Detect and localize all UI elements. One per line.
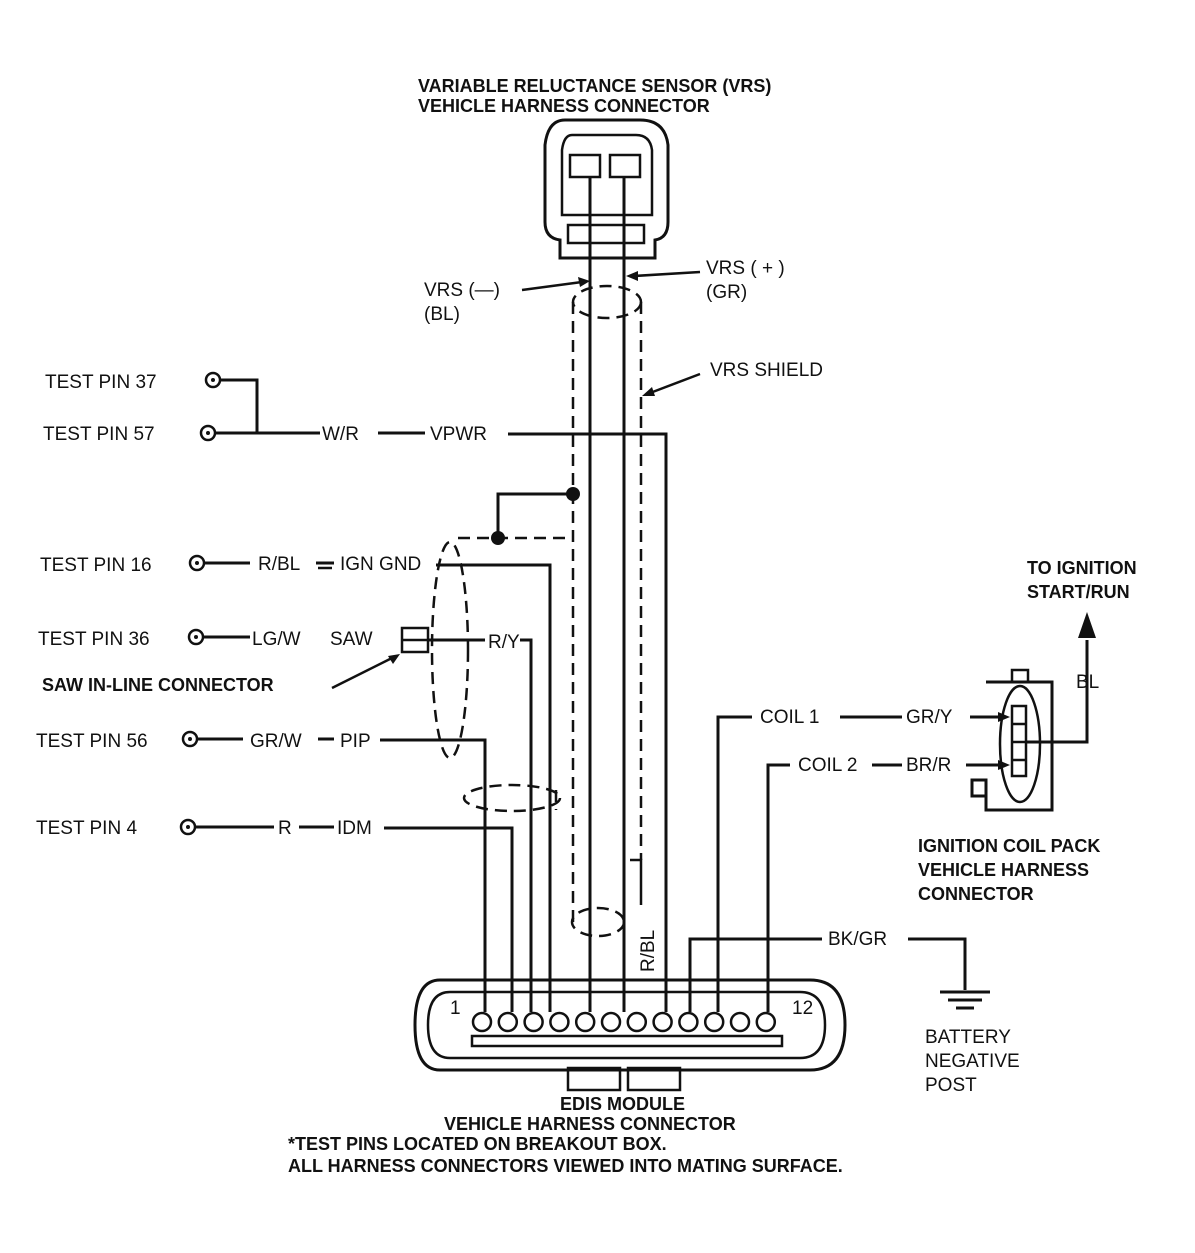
vrs-plus-label: VRS ( + ) xyxy=(706,258,785,279)
wr-label: W/R xyxy=(322,424,359,445)
ign-shield xyxy=(430,540,562,813)
ign-gnd-label: IGN GND xyxy=(340,554,421,575)
test-pin-16-terminal xyxy=(188,554,206,572)
ign-gnd-wire xyxy=(204,487,580,1012)
rbl-vertical-label: R/BL xyxy=(638,930,659,972)
vrs-minus-label: VRS (—) xyxy=(424,280,500,301)
vrs-minus-color: (BL) xyxy=(424,304,460,325)
vrs-shield xyxy=(570,284,643,938)
vpwr-label: VPWR xyxy=(430,424,487,445)
rbl-label: R/BL xyxy=(258,554,300,575)
grw-label: GR/W xyxy=(250,731,302,752)
vrs-title-line1: VARIABLE RELUCTANCE SENSOR (VRS) xyxy=(418,76,771,96)
edis-pin-socket xyxy=(600,1011,622,1033)
test-pin-57-label: TEST PIN 57 xyxy=(43,424,155,445)
test-pin-36-terminal xyxy=(187,628,205,646)
edis-pin-socket xyxy=(626,1011,648,1033)
vrs-plus-color: (GR) xyxy=(706,282,747,303)
brr-label: BR/R xyxy=(906,755,951,776)
saw-connector-label: SAW IN-LINE CONNECTOR xyxy=(42,675,274,695)
battery-line1: BATTERY xyxy=(925,1027,1011,1048)
edis-pin-socket xyxy=(497,1011,519,1033)
bkgr-ground-wire xyxy=(688,937,990,1012)
notes-line1: *TEST PINS LOCATED ON BREAKOUT BOX. xyxy=(288,1134,667,1154)
saw-wire xyxy=(203,626,533,1012)
edis-connector xyxy=(413,978,847,1092)
bkgr-label: BK/GR xyxy=(828,929,887,950)
r-label: R xyxy=(278,818,292,839)
coil-pack-label-line1: IGNITION COIL PACK xyxy=(918,836,1100,856)
test-pin-56-terminal xyxy=(181,730,199,748)
coil-2-label: COIL 2 xyxy=(798,755,858,776)
edis-pin-socket xyxy=(523,1011,544,1033)
vrs-label-arrows xyxy=(521,270,701,396)
notes-line2: ALL HARNESS CONNECTORS VIEWED INTO MATIN… xyxy=(288,1156,843,1176)
battery-line2: NEGATIVE xyxy=(925,1051,1020,1072)
vrs-shield-label: VRS SHIELD xyxy=(710,360,823,381)
idm-wire xyxy=(195,825,514,1012)
vrs-title-line2: VEHICLE HARNESS CONNECTOR xyxy=(418,96,710,116)
test-pin-4-terminal xyxy=(179,818,197,836)
edis-title-line2: VEHICLE HARNESS CONNECTOR xyxy=(444,1114,736,1134)
saw-label: SAW xyxy=(330,629,373,650)
battery-line3: POST xyxy=(925,1075,977,1096)
edis-pin-1-label: 1 xyxy=(450,998,461,1019)
lgw-label: LG/W xyxy=(252,629,301,650)
test-pin-56-label: TEST PIN 56 xyxy=(36,731,148,752)
pip-wire xyxy=(197,737,487,1012)
coil-pack-label-line2: VEHICLE HARNESS xyxy=(918,860,1089,880)
edis-pin-socket xyxy=(729,1011,751,1033)
coil-1-label: COIL 1 xyxy=(760,707,820,728)
vrs-wires xyxy=(588,177,626,1012)
edis-pin-socket xyxy=(471,1011,493,1033)
gry-label: GR/Y xyxy=(906,707,953,728)
ry-label: R/Y xyxy=(488,632,520,653)
edis-pin-socket xyxy=(574,1011,596,1033)
edis-pin-socket xyxy=(652,1011,673,1033)
edis-pin-socket xyxy=(678,1011,699,1033)
coil-pack-label-line3: CONNECTOR xyxy=(918,884,1034,904)
edis-title-line1: EDIS MODULE xyxy=(560,1094,685,1114)
to-ignition-line2: START/RUN xyxy=(1027,582,1130,602)
edis-pin-12-label: 12 xyxy=(792,998,813,1019)
test-pin-16-label: TEST PIN 16 xyxy=(40,555,152,576)
edis-pin-socket xyxy=(755,1011,777,1033)
test-pin-37-label: TEST PIN 37 xyxy=(45,372,157,393)
vrs-connector xyxy=(543,118,670,260)
idm-label: IDM xyxy=(337,818,372,839)
test-pin-37-terminal xyxy=(204,371,222,389)
pip-label: PIP xyxy=(340,731,371,752)
edis-pin-socket xyxy=(703,1011,725,1033)
test-pin-36-label: TEST PIN 36 xyxy=(38,629,150,650)
ignition-coil-pack-connector xyxy=(970,612,1096,812)
test-pin-57-terminal xyxy=(199,424,217,442)
vpwr-wire xyxy=(215,378,668,1012)
test-pin-4-label: TEST PIN 4 xyxy=(36,818,137,839)
to-ignition-line1: TO IGNITION xyxy=(1027,558,1137,578)
bl-label: BL xyxy=(1076,672,1099,693)
edis-pin-socket xyxy=(549,1011,570,1033)
